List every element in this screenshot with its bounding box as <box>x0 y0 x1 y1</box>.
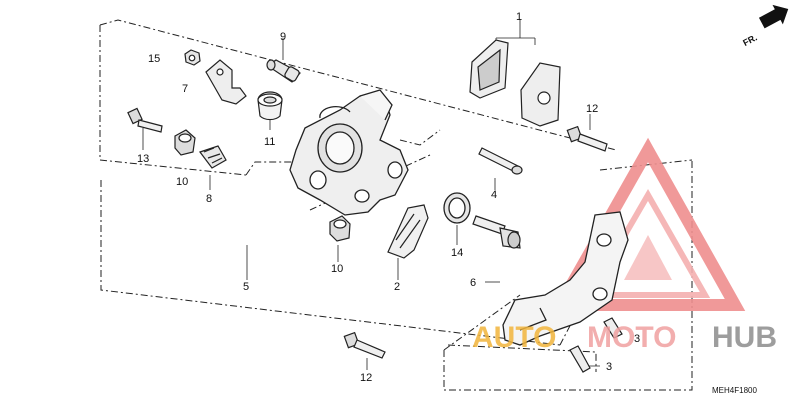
diagram-code: MEH4F1800 <box>712 386 757 395</box>
callout-5: 5 <box>243 281 249 293</box>
part-7-bracket <box>205 59 247 105</box>
callout-10-upper: 10 <box>176 176 188 188</box>
part-2-pad-spring <box>387 204 429 259</box>
watermark-text-auto: AUTO <box>472 321 556 354</box>
assembly-outline <box>99 19 693 391</box>
callout-3-lower: 3 <box>606 361 612 373</box>
callout-10-lower: 10 <box>331 263 343 275</box>
part-15-nut <box>184 49 201 66</box>
part-4-slide-pin <box>478 147 523 175</box>
callout-6: 6 <box>470 277 476 289</box>
part-3-clip-lower <box>569 345 591 373</box>
part-11-piston <box>257 91 283 121</box>
callout-1: 1 <box>516 11 522 23</box>
leader-lines <box>142 20 600 370</box>
callout-9: 9 <box>280 31 286 43</box>
callout-8: 8 <box>206 193 212 205</box>
callout-3-upper: 3 <box>634 333 640 345</box>
callout-labels: 1 2 3 3 4 5 6 7 8 9 10 10 11 12 12 13 14… <box>137 11 640 384</box>
watermark-text-hub: HUB <box>712 321 777 354</box>
part-8-pin-boot <box>199 145 227 169</box>
part-10-collar-lower <box>329 215 351 242</box>
callout-15: 15 <box>148 53 160 65</box>
callout-14: 14 <box>451 247 463 259</box>
callout-2: 2 <box>394 281 400 293</box>
part-1-brake-pads <box>469 39 561 127</box>
callout-11: 11 <box>264 136 275 148</box>
watermark-text-moto: MOTO <box>587 321 676 354</box>
part-14-seal <box>443 192 471 224</box>
part-9-pad-pin <box>266 59 301 83</box>
front-direction-arrow-icon <box>758 4 789 29</box>
callout-13: 13 <box>137 153 149 165</box>
part-12-bolt-lower <box>343 331 386 359</box>
watermark-text: AUTO MOTO HUB <box>472 321 777 354</box>
part-10-collar-upper <box>174 129 196 156</box>
callout-12-upper: 12 <box>586 103 598 115</box>
part-12-bolt-upper <box>566 125 608 152</box>
front-direction-label: FR. <box>741 32 758 48</box>
part-13-bolt <box>127 107 163 133</box>
caliper-body <box>289 89 409 216</box>
part-3-clip-upper <box>603 317 623 339</box>
callout-7: 7 <box>182 83 188 95</box>
callout-12-lower: 12 <box>360 372 372 384</box>
callout-4: 4 <box>491 189 497 201</box>
part-6-bracket <box>502 211 629 346</box>
bracket-slide-pin <box>472 215 521 249</box>
